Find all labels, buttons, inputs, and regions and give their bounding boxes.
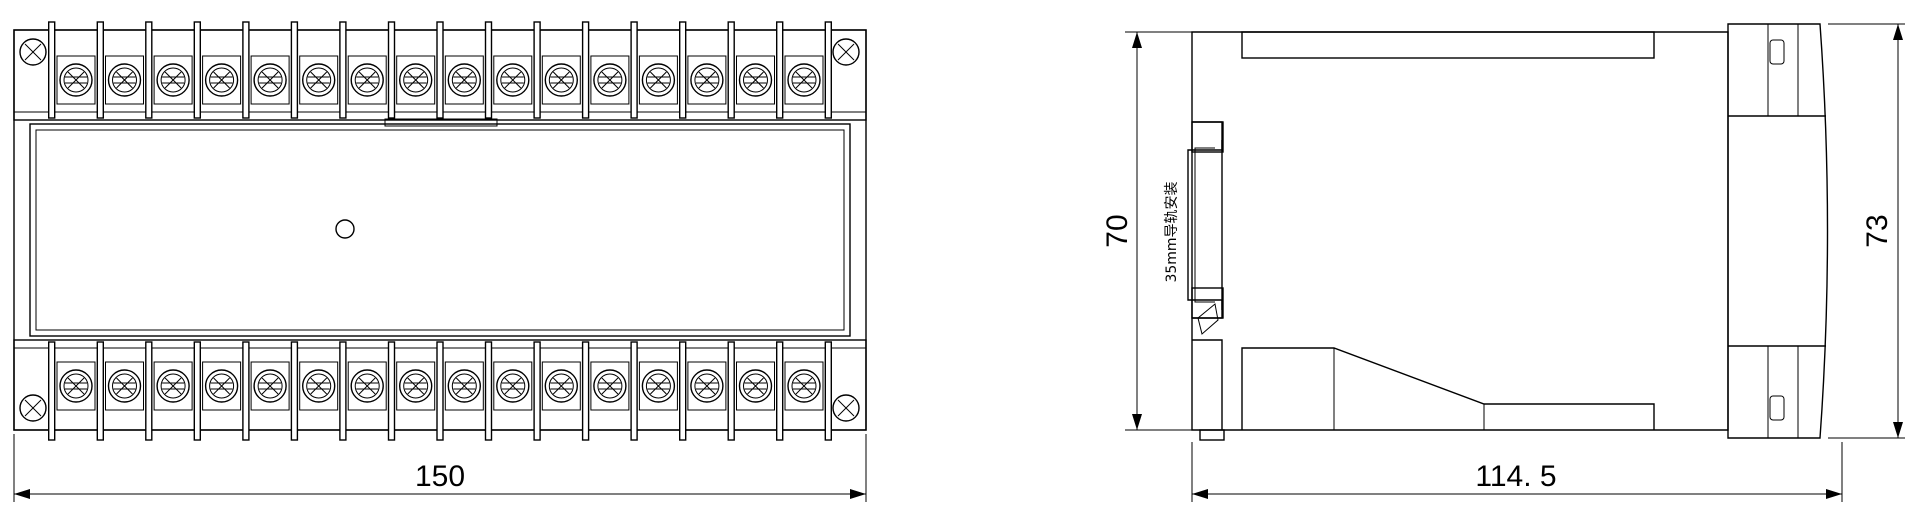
indicator-led-icon: [335, 219, 355, 239]
terminal-separator: [776, 341, 784, 441]
terminal-screw-icon: [299, 55, 339, 105]
din-rail: [1187, 140, 1223, 310]
width-dimension: 150: [13, 434, 867, 502]
side-foot: [1199, 429, 1225, 441]
terminal-end-profile: [1727, 23, 1829, 439]
terminal-separator: [145, 341, 153, 441]
terminal-screw-icon: [299, 361, 339, 411]
terminal-screw-icon: [687, 55, 727, 105]
terminal-separator: [824, 341, 832, 441]
terminal-separator: [242, 21, 250, 119]
terminal-screw-icon: [347, 361, 387, 411]
height-dimension-left-label: 70: [1101, 214, 1134, 247]
terminal-screw-icon: [105, 55, 144, 105]
terminal-separator: [581, 341, 590, 441]
terminal-screw-icon: [153, 361, 193, 411]
terminal-screw-icon: [250, 55, 290, 105]
terminal-separator: [339, 341, 347, 441]
terminal-screw-icon: [493, 55, 533, 105]
terminal-separator: [630, 21, 638, 119]
mounting-screw-icon: [832, 38, 860, 66]
terminal-separator: [484, 341, 493, 441]
terminal-screw-icon: [784, 361, 824, 411]
terminal-separator: [533, 21, 541, 119]
terminal-separator: [193, 21, 202, 119]
terminal-screw-icon: [444, 361, 484, 411]
terminal-screw-icon: [687, 361, 727, 411]
depth-dimension: 114. 5: [1191, 442, 1843, 502]
terminal-screw-icon: [736, 55, 775, 105]
terminal-screw-icon: [105, 361, 144, 411]
terminal-separator: [290, 21, 299, 119]
terminal-screw-icon: [590, 55, 630, 105]
terminal-separator: [824, 21, 832, 119]
terminal-screw-icon: [153, 55, 193, 105]
terminal-screw-icon: [541, 361, 581, 411]
terminal-separator: [679, 341, 687, 441]
mounting-screw-icon: [832, 394, 860, 422]
terminal-screw-icon: [493, 361, 533, 411]
terminal-separator: [145, 21, 153, 119]
terminal-separator: [776, 21, 784, 119]
terminal-separator: [48, 21, 56, 119]
bottom-terminal-row: [48, 341, 832, 441]
terminal-separator: [387, 21, 396, 119]
side-housing-outline: [1191, 31, 1729, 431]
terminal-screw-icon: [444, 55, 484, 105]
terminal-screw-icon: [202, 55, 242, 105]
terminal-separator: [630, 341, 638, 441]
depth-dimension-label: 114. 5: [1475, 460, 1556, 493]
height-dimension-left: 70: [1101, 31, 1195, 431]
height-dimension-right-label: 73: [1861, 214, 1894, 247]
panel-tab: [384, 118, 498, 127]
terminal-separator: [339, 21, 347, 119]
terminal-separator: [679, 21, 687, 119]
mounting-screw-icon: [19, 38, 47, 66]
terminal-screw-icon: [396, 361, 436, 411]
terminal-separator: [581, 21, 590, 119]
terminal-screw-icon: [638, 361, 678, 411]
terminal-separator: [96, 341, 105, 441]
terminal-separator: [290, 341, 299, 441]
terminal-screw-icon: [56, 55, 96, 105]
terminal-screw-icon: [250, 361, 290, 411]
height-dimension-right: 73: [1828, 23, 1905, 439]
terminal-separator: [727, 341, 735, 441]
terminal-separator: [484, 21, 493, 119]
terminal-separator: [533, 341, 541, 441]
rail-mount-label: 35mm导轨安装: [1164, 181, 1180, 282]
front-view: 150: [13, 21, 867, 502]
terminal-separator: [436, 341, 444, 441]
terminal-screw-icon: [347, 55, 387, 105]
bottom-recess: [1241, 347, 1655, 430]
terminal-separator: [387, 341, 396, 441]
terminal-screw-icon: [736, 361, 775, 411]
top-recess: [1241, 31, 1655, 59]
terminal-screw-icon: [638, 55, 678, 105]
terminal-separator: [48, 341, 56, 441]
terminal-separator: [242, 341, 250, 441]
mounting-screw-icon: [19, 394, 47, 422]
terminal-screw-icon: [541, 55, 581, 105]
terminal-separator: [436, 21, 444, 119]
top-terminal-row: [48, 21, 832, 119]
terminal-screw-icon: [56, 361, 96, 411]
terminal-separator: [727, 21, 735, 119]
terminal-separator: [96, 21, 105, 119]
terminal-screw-icon: [590, 361, 630, 411]
terminal-separator: [193, 341, 202, 441]
width-dimension-label: 150: [415, 460, 465, 493]
terminal-screw-icon: [784, 55, 824, 105]
terminal-screw-icon: [202, 361, 242, 411]
front-label-window: [29, 123, 851, 337]
terminal-screw-icon: [396, 55, 436, 105]
side-view: 70 35mm导轨安装: [1101, 23, 1905, 502]
